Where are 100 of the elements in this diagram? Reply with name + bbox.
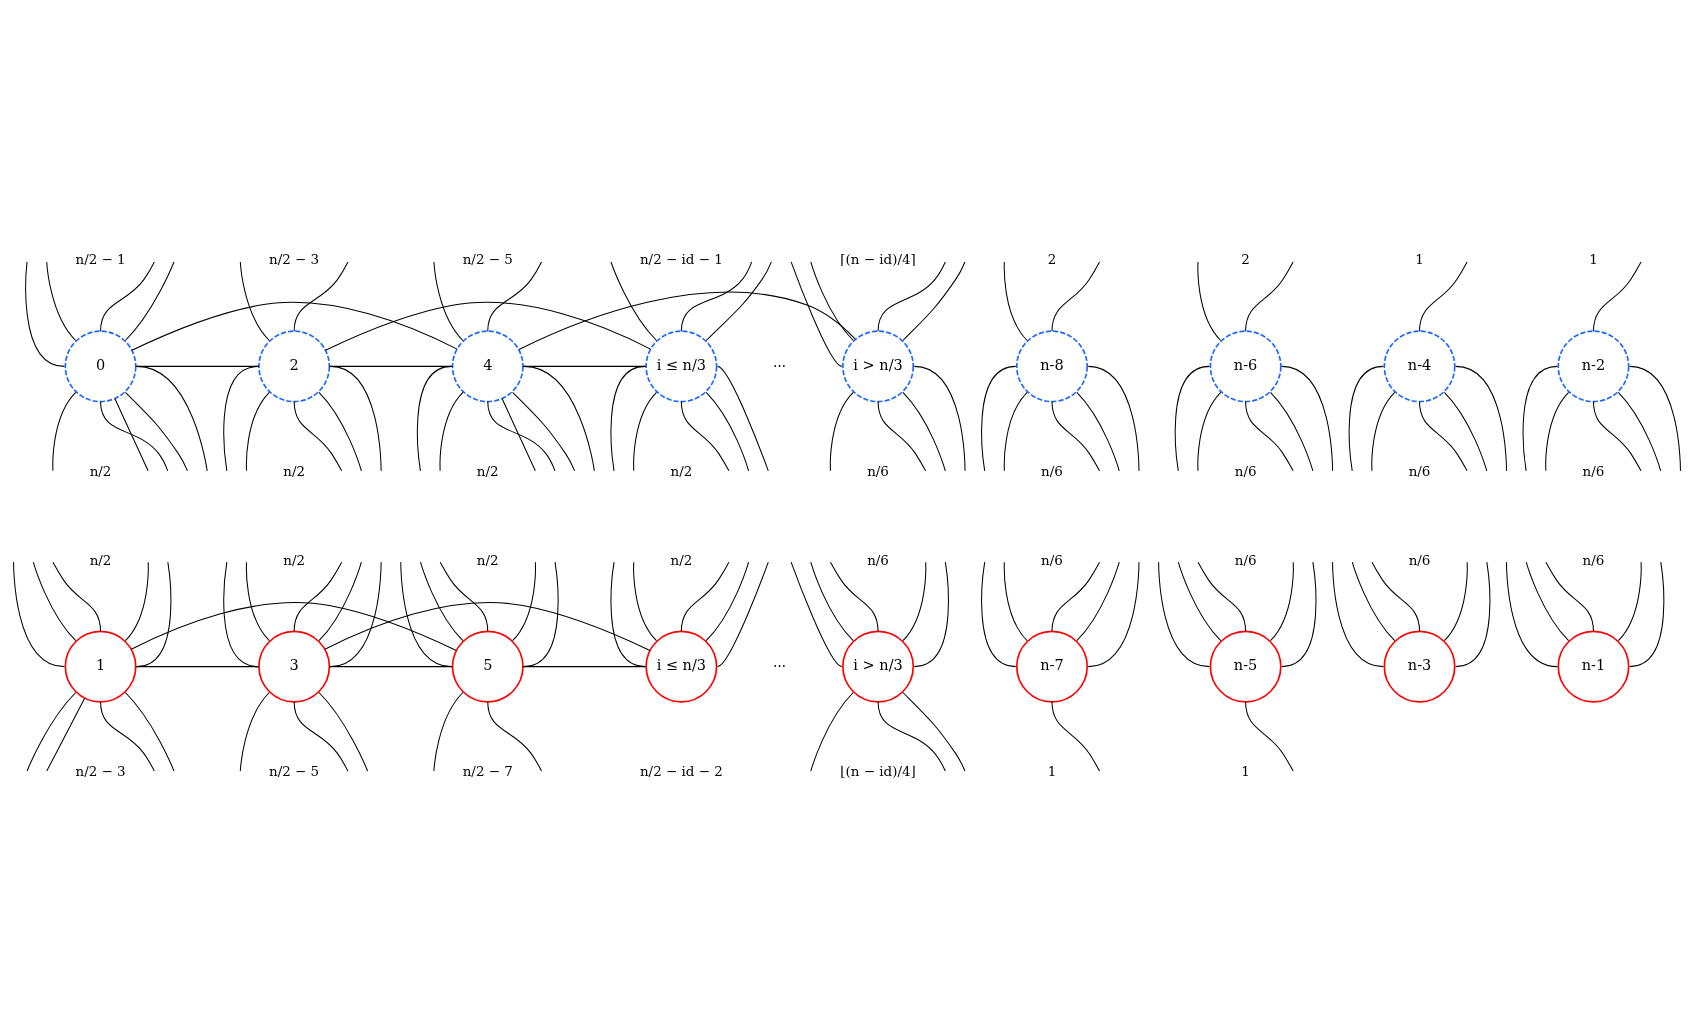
node-circle: i ≤ n/3 — [645, 329, 718, 402]
connector — [1351, 561, 1396, 641]
node-circle: n-2 — [1557, 329, 1630, 402]
connector — [790, 260, 843, 367]
connector — [877, 400, 927, 471]
connector — [324, 601, 651, 651]
connector — [1003, 561, 1028, 641]
connector — [293, 400, 343, 471]
label: ⌈(n − id)/4⌉ — [840, 251, 916, 267]
node-circle: i ≤ n/3 — [645, 630, 718, 703]
connector — [790, 561, 843, 667]
node-circle: n-8 — [1015, 329, 1088, 402]
connector — [522, 365, 647, 367]
node-circle: 3 — [258, 630, 331, 703]
connector — [1419, 400, 1468, 471]
connector — [439, 391, 464, 471]
connector — [1158, 561, 1210, 667]
connector — [325, 301, 652, 351]
connector — [223, 365, 259, 471]
connector — [52, 391, 77, 471]
connector — [610, 260, 657, 341]
connector — [810, 691, 854, 772]
connector — [124, 260, 175, 341]
label: n/2 — [476, 463, 499, 478]
connector — [1371, 561, 1421, 632]
connector — [680, 561, 730, 632]
connector — [1348, 365, 1384, 471]
connector — [829, 391, 854, 471]
connector — [1269, 391, 1314, 471]
connector — [1269, 561, 1294, 641]
label: 2 — [1047, 251, 1057, 267]
connector — [902, 561, 927, 641]
label: n/6 — [1234, 463, 1257, 478]
connector — [877, 700, 946, 772]
connector — [245, 561, 270, 641]
connector — [1455, 561, 1491, 667]
connector — [680, 260, 753, 332]
connector — [830, 561, 879, 632]
connector — [1617, 391, 1662, 471]
connector — [902, 391, 946, 471]
connector — [523, 365, 595, 471]
connector — [136, 365, 208, 471]
connector — [1197, 561, 1247, 632]
node-circle: 0 — [64, 329, 137, 402]
connector — [810, 561, 854, 641]
connector — [512, 391, 576, 471]
label: n/2 — [89, 552, 112, 568]
connector — [100, 260, 155, 332]
connector — [913, 365, 966, 471]
label: n/6 — [1408, 552, 1431, 568]
connector — [1245, 260, 1294, 332]
connector — [1522, 365, 1558, 471]
connector — [981, 561, 1017, 667]
connector — [328, 665, 454, 667]
connector — [293, 260, 349, 332]
connector — [1455, 365, 1507, 471]
connector — [1592, 400, 1642, 471]
connector — [329, 561, 382, 667]
connector — [245, 391, 270, 471]
connector — [633, 391, 657, 471]
connector — [610, 561, 646, 667]
connector — [522, 665, 647, 667]
label: 1 — [1589, 251, 1598, 267]
connector — [487, 260, 543, 332]
label: n/6 — [1041, 552, 1063, 568]
connector — [1051, 400, 1101, 471]
connector — [1419, 260, 1468, 332]
connector — [1592, 260, 1642, 332]
label: n/6 — [1408, 463, 1431, 478]
connector — [1443, 561, 1468, 641]
label: n/6 — [867, 552, 889, 568]
connector — [293, 700, 349, 772]
label: n/2 — [89, 463, 112, 478]
connector — [877, 260, 946, 332]
connector — [1197, 260, 1222, 341]
connector — [1003, 391, 1028, 471]
connector — [439, 561, 489, 632]
connector — [705, 391, 750, 471]
connector — [416, 365, 453, 471]
connector — [419, 561, 464, 641]
connector — [512, 561, 536, 641]
connector — [717, 365, 769, 471]
connector — [124, 691, 175, 772]
connector — [913, 561, 949, 667]
connector — [1051, 700, 1101, 772]
node-circle: i > n/3 — [842, 329, 915, 402]
connector — [223, 561, 259, 667]
connector — [329, 365, 382, 471]
connector — [318, 561, 362, 641]
connector — [902, 691, 966, 772]
connector — [523, 561, 559, 667]
label: n/6 — [867, 463, 889, 478]
connector — [1177, 561, 1222, 641]
connector — [433, 260, 464, 341]
label: n/2 − 3 — [269, 251, 320, 267]
connector — [293, 561, 343, 632]
connector — [1617, 561, 1642, 641]
connector — [1245, 700, 1294, 772]
connector — [239, 691, 270, 772]
node-circle: n-7 — [1015, 630, 1088, 703]
